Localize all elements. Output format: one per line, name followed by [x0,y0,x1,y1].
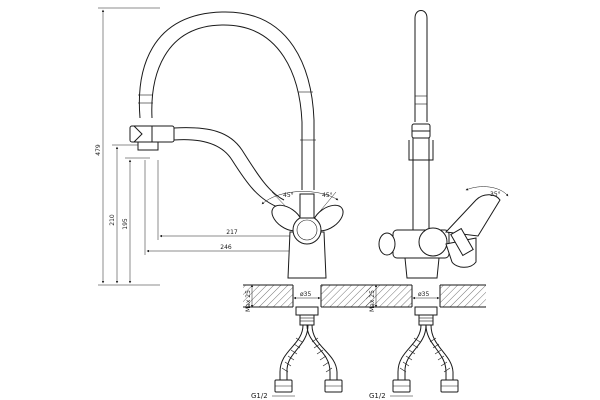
angle-right-label: 45° [322,192,333,199]
side-angle-label: 35° [490,191,501,198]
spout-head [129,125,175,151]
faucet-body [271,193,344,279]
mounting-shank-front [295,306,319,326]
braided-hoses-front: G1/2 [251,324,343,400]
front-thread-label: G1/2 [251,392,268,400]
dim-total-height: 479 [95,7,160,286]
pull-out-hose [173,127,285,209]
dim-spout-height-label: 210 [109,214,116,226]
dim-reach: 217 246 [144,160,304,255]
front-max-counter-label: Max 25 [245,290,252,312]
side-lever: 35° [444,186,509,268]
dim-total-height-label: 479 [95,144,102,156]
side-view: 35° Max 25 ø35 [366,10,509,400]
countertop-front: Max 25 ø35 [243,284,371,312]
side-spout [408,10,434,230]
side-hole-diameter-label: ø35 [418,291,429,298]
gooseneck-spout [138,11,316,190]
dim-base-height-label: 195 [122,218,129,230]
side-body [378,227,450,279]
countertop-side: Max 25 ø35 [366,284,486,312]
dim-base-height: 195 [122,157,150,284]
dim-reach-2-label: 246 [220,244,232,251]
side-thread-label: G1/2 [369,392,386,400]
front-view: 479 210 195 217 246 [95,7,371,400]
mounting-shank-side [414,306,438,326]
dim-reach-1-label: 217 [226,229,238,236]
dim-spout-height: 210 [109,144,150,284]
side-max-counter-label: Max 25 [369,290,376,312]
braided-hoses-side: G1/2 [369,324,459,400]
front-hole-diameter-label: ø35 [300,291,311,298]
angle-left-label: 45° [283,192,294,199]
